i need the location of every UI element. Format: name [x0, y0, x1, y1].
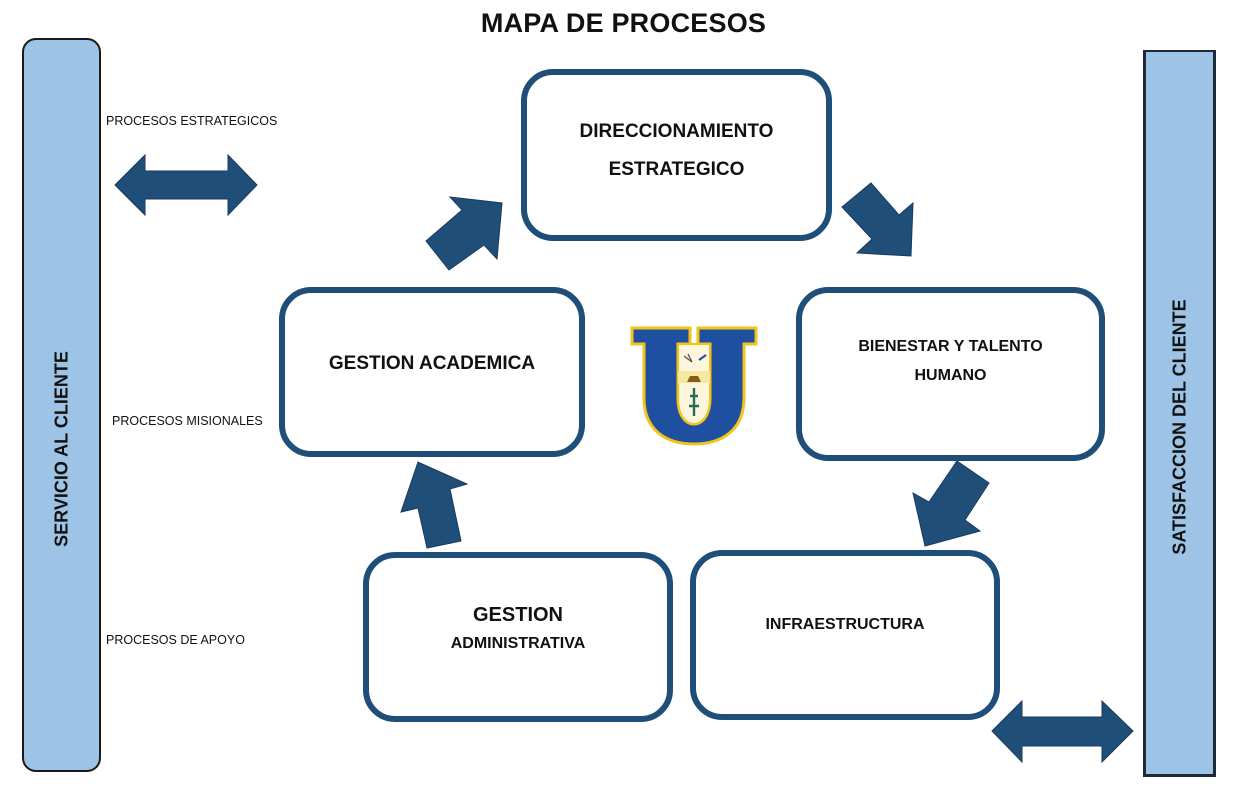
- arrow-up-right-icon: [425, 196, 503, 271]
- level-label-strategic: PROCESOS ESTRATEGICOS: [106, 114, 278, 128]
- customer-satisfaction-label: SATISFACCION DEL CLIENTE: [1169, 299, 1189, 556]
- process-gestion-academica[interactable]: GESTION ACADEMICA: [279, 287, 585, 457]
- process-label: INFRAESTRUCTURA: [765, 616, 925, 633]
- customer-service-label: SERVICIO AL CLIENTE: [51, 350, 71, 547]
- university-logo: [630, 326, 758, 446]
- process-label: ADMINISTRATIVA: [450, 635, 586, 652]
- process-bienestar-talento-humano[interactable]: BIENESTAR Y TALENTO HUMANO: [796, 287, 1105, 461]
- process-infraestructura[interactable]: INFRAESTRUCTURA: [690, 550, 1000, 720]
- process-label: GESTION ACADEMICA: [328, 353, 536, 374]
- process-label: HUMANO: [914, 367, 987, 384]
- double-arrow-icon: [114, 153, 258, 217]
- customer-service-bar: SERVICIO AL CLIENTE: [22, 38, 101, 772]
- customer-satisfaction-bar: SATISFACCION DEL CLIENTE: [1143, 50, 1216, 777]
- process-label: GESTION: [472, 604, 563, 626]
- diagram-title: MAPA DE PROCESOS: [480, 8, 767, 38]
- process-label: ESTRATEGICO: [608, 159, 745, 180]
- process-label: DIRECCIONAMIENTO: [579, 121, 774, 142]
- arrow-down-left-icon: [912, 460, 990, 547]
- arrow-up-icon: [400, 461, 469, 549]
- process-label: BIENESTAR Y TALENTO: [858, 338, 1043, 355]
- level-label-support: PROCESOS DE APOYO: [106, 633, 245, 647]
- process-direccionamiento-estrategico[interactable]: DIRECCIONAMIENTO ESTRATEGICO: [521, 69, 832, 241]
- arrow-down-right-icon: [841, 182, 914, 257]
- process-gestion-administrativa[interactable]: GESTION ADMINISTRATIVA: [363, 552, 673, 722]
- level-label-missional: PROCESOS MISIONALES: [112, 414, 263, 428]
- double-arrow-icon: [991, 699, 1134, 764]
- logo-shield: [677, 343, 711, 426]
